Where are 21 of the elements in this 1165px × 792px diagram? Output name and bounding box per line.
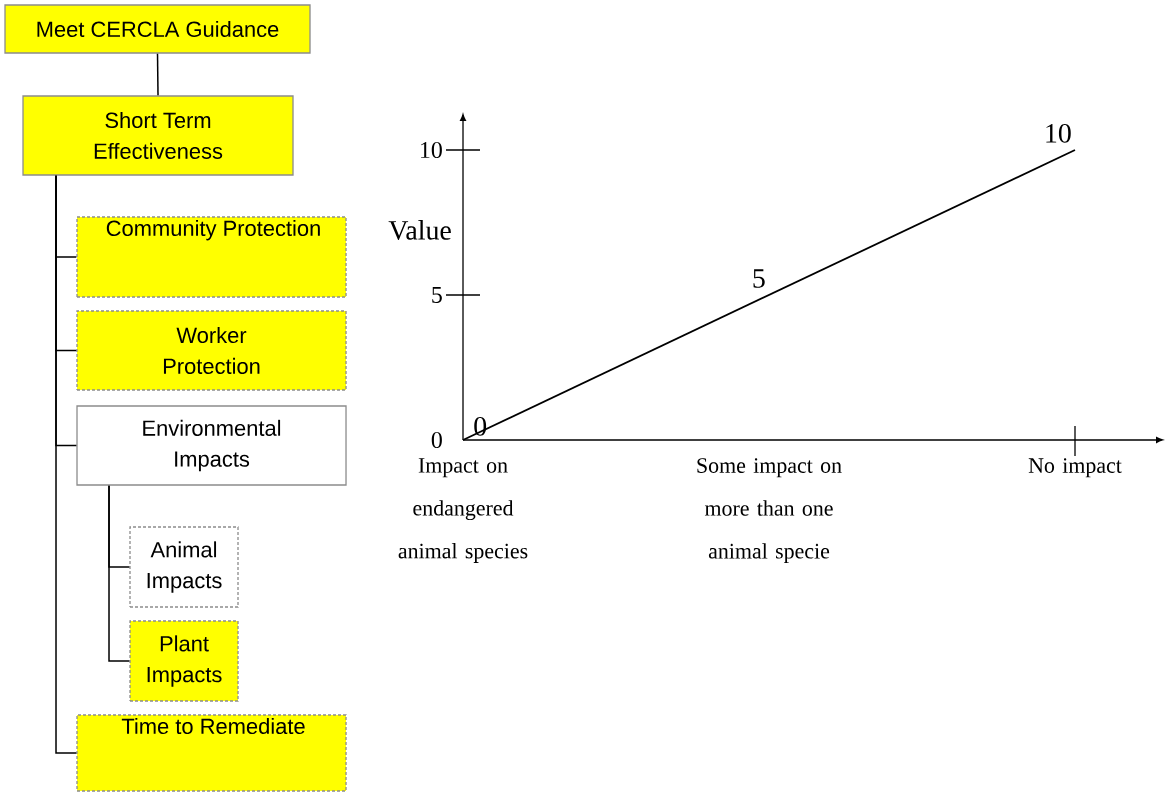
axis-label: Some impact on more than one animal specie bbox=[697, 458, 842, 564]
tick-label: 10 bbox=[421, 141, 442, 159]
criterion-box: Animal Impacts bbox=[129, 526, 239, 608]
axis-label: No impact bbox=[1028, 458, 1122, 478]
tick-label: 5 bbox=[432, 287, 442, 303]
criterion-box: Short Term Effectiveness bbox=[22, 95, 294, 176]
criterion-box: Worker Protection bbox=[76, 310, 347, 391]
criterion-box: Plant Impacts bbox=[129, 620, 239, 702]
connector-line bbox=[108, 484, 131, 662]
tick-label: 0 bbox=[431, 431, 442, 449]
data-label: 0 bbox=[474, 416, 487, 436]
criterion-box: Community Protection bbox=[76, 216, 347, 298]
connector-line bbox=[55, 174, 78, 754]
axis-title: Value bbox=[388, 220, 451, 240]
data-label: 5 bbox=[753, 269, 765, 288]
data-label: 10 bbox=[1046, 123, 1071, 143]
criterion-box: Environmental Impacts bbox=[76, 405, 347, 486]
axis-label: Impact on endangered animal species bbox=[398, 458, 528, 563]
criterion-box: Time to Remediate bbox=[76, 714, 347, 792]
connector-line bbox=[156, 52, 159, 97]
goal-box: Meet CERCLA Guidance bbox=[4, 4, 311, 54]
